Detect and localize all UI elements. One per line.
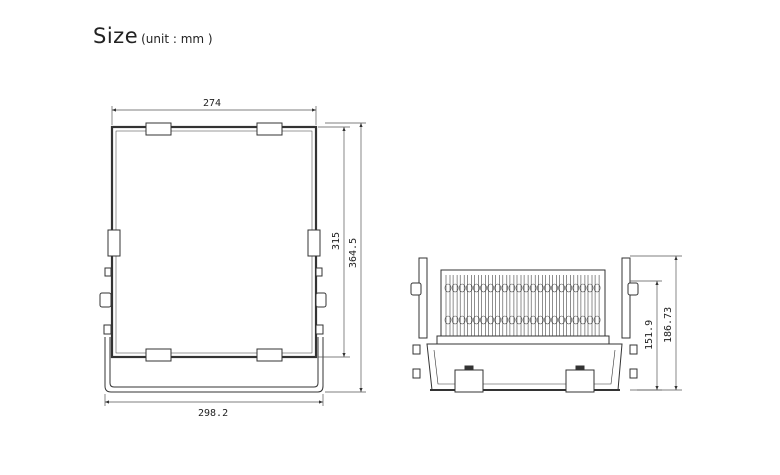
dim-bracket-width: 298.2 (198, 408, 228, 419)
dim-front-width: 274 (203, 98, 221, 109)
dim-side-height: 151.9 (644, 320, 655, 350)
clip-right (307, 229, 321, 257)
front-dimensions (104, 106, 366, 406)
clip-bottom-left (145, 348, 172, 362)
clip-bottom-right (256, 348, 283, 362)
dim-front-height: 315 (331, 232, 342, 250)
clip-left (107, 229, 121, 257)
title-unit: (unit : mm ) (141, 32, 213, 46)
title-main: Size (93, 24, 139, 48)
front-view (99, 122, 327, 393)
front-body (110, 125, 318, 359)
heatsink-fins (444, 275, 601, 336)
page-title: Size(unit : mm ) (93, 24, 213, 48)
clip-top-right (256, 122, 283, 136)
dim-total-height: 364.5 (348, 238, 359, 268)
u-bracket (104, 337, 324, 393)
dim-side-total-height: 186.73 (663, 307, 674, 343)
side-dimensions (630, 255, 682, 391)
side-view (410, 257, 639, 393)
clip-top-left (145, 122, 172, 136)
